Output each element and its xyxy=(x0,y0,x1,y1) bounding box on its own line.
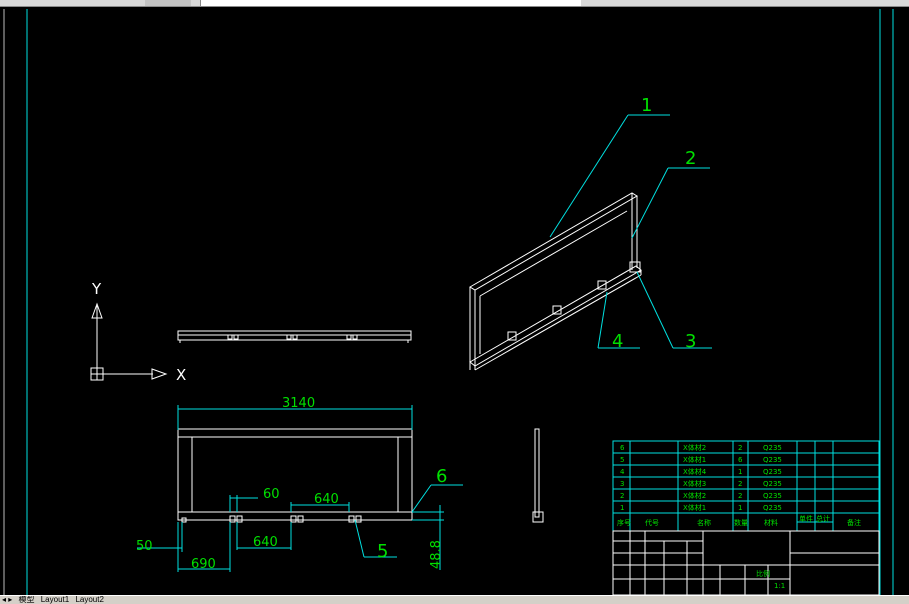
balloon-leaders xyxy=(354,114,712,558)
header-total-weight: 总计 xyxy=(816,514,830,523)
balloon-6: 6 xyxy=(436,466,447,487)
balloon-4: 4 xyxy=(612,331,623,352)
title-scale-label: 比例 xyxy=(756,569,770,578)
parts-cell-material: Q235 xyxy=(763,480,782,488)
header-note: 备注 xyxy=(847,518,861,527)
toolbar xyxy=(0,0,909,7)
parts-cell-no: 2 xyxy=(620,492,624,500)
dim-overall-width: 3140 xyxy=(282,396,315,411)
dim-first-hole: 690 xyxy=(191,557,216,572)
dim-height-small: 48.8 xyxy=(429,540,444,569)
parts-cell-no: 5 xyxy=(620,456,624,464)
parts-cell-name: X体材2 xyxy=(683,491,706,500)
parts-cell-material: Q235 xyxy=(763,456,782,464)
dim-left-offset: 50 xyxy=(136,539,153,554)
parts-cell-name: X体材2 xyxy=(683,443,706,452)
parts-cell-material: Q235 xyxy=(763,468,782,476)
top-view xyxy=(177,330,412,343)
balloon-3: 3 xyxy=(685,331,696,352)
header-material: 材料 xyxy=(764,518,778,527)
balloon-1: 1 xyxy=(641,95,652,116)
command-input[interactable] xyxy=(200,0,581,6)
parts-cell-material: Q235 xyxy=(763,504,782,512)
dim-hole-gap: 60 xyxy=(263,487,280,502)
side-view xyxy=(532,428,544,523)
title-scale-value: 1:1 xyxy=(774,582,785,590)
ucs-x-label: X xyxy=(176,366,186,384)
parts-cell-qty: 2 xyxy=(738,492,742,500)
dimension-lines xyxy=(137,405,444,572)
parts-cell-material: Q235 xyxy=(763,444,782,452)
header-qty: 数量 xyxy=(734,518,748,527)
ucs-icon xyxy=(90,302,168,381)
drawing-canvas[interactable]: Y X xyxy=(0,7,909,596)
dim-pitch-bottom: 640 xyxy=(253,535,278,550)
parts-cell-qty: 6 xyxy=(738,456,743,464)
parts-cell-name: X体材1 xyxy=(683,455,706,464)
parts-cell-qty: 1 xyxy=(738,468,742,476)
parts-cell-qty: 2 xyxy=(738,480,742,488)
ucs-y-label: Y xyxy=(91,280,102,298)
parts-cell-name: X体材4 xyxy=(683,467,707,476)
tab-model[interactable]: 模型 xyxy=(18,595,35,604)
parts-cell-material: Q235 xyxy=(763,492,782,500)
dim-pitch-top: 640 xyxy=(314,492,339,507)
toolbar-control[interactable] xyxy=(145,0,191,6)
tab-nav-arrows[interactable]: ◂ ▸ xyxy=(2,595,13,604)
parts-cell-qty: 1 xyxy=(738,504,742,512)
header-unit-weight: 单件 xyxy=(799,514,813,523)
header-no: 序号 xyxy=(617,518,631,527)
parts-cell-name: X体材3 xyxy=(683,479,706,488)
tab-layout2[interactable]: Layout2 xyxy=(75,595,104,604)
parts-cell-name: X体材1 xyxy=(683,503,706,512)
front-view xyxy=(177,428,413,523)
parts-cell-no: 3 xyxy=(620,480,624,488)
parts-cell-no: 1 xyxy=(620,504,624,512)
parts-cell-no: 4 xyxy=(620,468,625,476)
isometric-view xyxy=(469,192,642,371)
header-name: 名称 xyxy=(697,518,711,527)
drawing-frame xyxy=(3,9,894,595)
header-code: 代号 xyxy=(645,518,659,527)
tab-layout1[interactable]: Layout1 xyxy=(40,595,70,604)
layout-tabs: ◂ ▸ 模型 Layout1 Layout2 xyxy=(0,595,909,604)
balloon-5: 5 xyxy=(377,541,388,562)
balloon-2: 2 xyxy=(685,148,696,169)
parts-cell-no: 6 xyxy=(620,444,625,452)
parts-cell-qty: 2 xyxy=(738,444,742,452)
parts-list xyxy=(612,440,880,532)
title-block xyxy=(612,530,880,596)
